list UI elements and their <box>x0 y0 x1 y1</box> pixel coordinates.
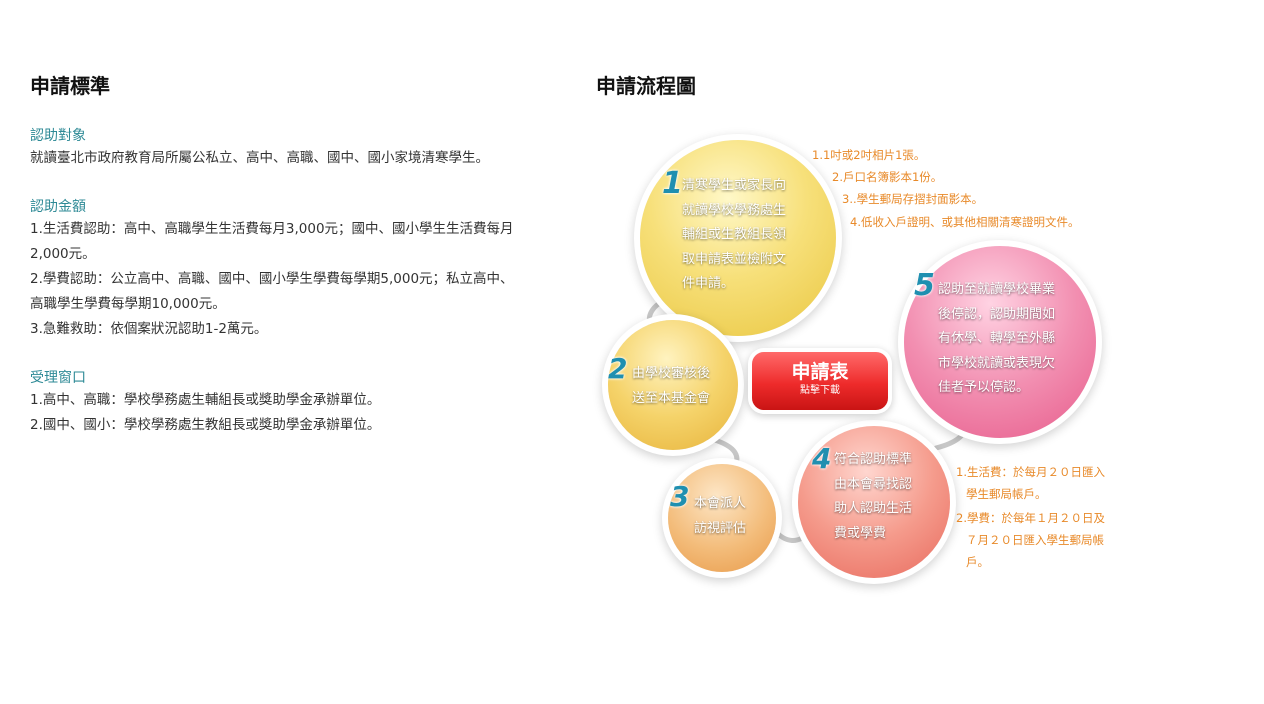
step-1-line: 輔組或生教組長領 <box>682 223 786 248</box>
step-5-line: 市學校就讀或表現欠 <box>938 352 1055 377</box>
section-line: 1.生活費認助：高中、高職學生生活費每月3,000元；國中、國小學生生活費每月 <box>30 217 570 242</box>
payment-note-3: 2.學費：於每年１月２０日及 <box>956 507 1105 529</box>
step-5-line: 後停認，認助期間如 <box>938 303 1055 328</box>
step-5-line: 有休學、轉學至外縣 <box>938 327 1055 352</box>
step-4-number: 4 <box>812 442 831 475</box>
step-3-text: 本會派人 訪視評估 <box>694 492 746 541</box>
step-4-line: 助人認助生活 <box>834 497 912 522</box>
form-button-sublabel: 點擊下載 <box>752 384 888 398</box>
flowchart-title: 申請流程圖 <box>596 72 696 100</box>
step-1-number: 1 <box>662 166 683 201</box>
section-line: 2.學費認助：公立高中、高職、國中、國小學生學費每學期5,000元；私立高中、 <box>30 267 570 292</box>
application-flowchart: 1 清寒學生或家長向 就讀學校學務處生 輔組或生教組長領 取申請表並檢附文 件申… <box>596 130 1136 590</box>
step-2-line: 送至本基金會 <box>632 387 710 412</box>
application-form-download-button[interactable]: 申請表 點擊下載 <box>752 352 888 410</box>
step-5-number: 5 <box>914 268 935 303</box>
step-1-line: 取申請表並檢附文 <box>682 248 786 273</box>
step-4-text: 符合認助標準 由本會尋找認 助人認助生活 費或學費 <box>834 448 912 546</box>
step-5-line: 認助至就讀學校畢業 <box>938 278 1055 303</box>
step-3-line: 本會派人 <box>694 492 746 517</box>
payment-note-5: 戶。 <box>966 551 989 573</box>
section-title-amount: 認助金額 <box>30 197 570 217</box>
payment-note-1: 1.生活費：於每月２０日匯入 <box>956 461 1105 483</box>
step-1-line: 就讀學校學務處生 <box>682 199 786 224</box>
documents-note-1: 1.1吋或2吋相片1張。 <box>812 144 925 166</box>
section-line: 1.高中、高職：學校學務處生輔組長或獎助學金承辦單位。 <box>30 388 570 413</box>
application-criteria: 申請標準 認助對象 就讀臺北市政府教育局所屬公私立、高中、高職、國中、國小家境清… <box>30 72 570 438</box>
section-line: 3.急難救助：依個案狀況認助1-2萬元。 <box>30 317 570 342</box>
step-4-line: 由本會尋找認 <box>834 473 912 498</box>
documents-note-4: 4.低收入戶證明、或其他相關清寒證明文件。 <box>850 211 1079 233</box>
section-line: 2,000元。 <box>30 242 570 267</box>
section-title-contact: 受理窗口 <box>30 368 570 388</box>
step-4-line: 符合認助標準 <box>834 448 912 473</box>
step-4-line: 費或學費 <box>834 522 912 547</box>
payment-note-4: ７月２０日匯入學生郵局帳 <box>966 529 1104 551</box>
page-title: 申請標準 <box>30 72 570 100</box>
step-2-text: 由學校審核後 送至本基金會 <box>632 362 710 411</box>
step-1-line: 清寒學生或家長向 <box>682 174 786 199</box>
section-title-target: 認助對象 <box>30 126 570 146</box>
step-5-line: 佳者予以停認。 <box>938 376 1055 401</box>
payment-note-2: 學生郵局帳戶。 <box>966 483 1047 505</box>
section-line: 高職學生學費每學期10,000元。 <box>30 292 570 317</box>
section-line: 2.國中、國小：學校學務處生教組長或獎助學金承辦單位。 <box>30 413 570 438</box>
form-button-label: 申請表 <box>752 352 888 384</box>
documents-note-3: 3..學生郵局存摺封面影本。 <box>842 188 983 210</box>
documents-note-2: 2.戶口名簿影本1份。 <box>832 166 942 188</box>
section-line: 就讀臺北市政府教育局所屬公私立、高中、高職、國中、國小家境清寒學生。 <box>30 146 570 171</box>
step-2-number: 2 <box>608 352 627 385</box>
step-3-number: 3 <box>670 480 689 513</box>
step-1-text: 清寒學生或家長向 就讀學校學務處生 輔組或生教組長領 取申請表並檢附文 件申請。 <box>682 174 786 297</box>
step-1-line: 件申請。 <box>682 272 786 297</box>
step-3-line: 訪視評估 <box>694 517 746 542</box>
step-5-text: 認助至就讀學校畢業 後停認，認助期間如 有休學、轉學至外縣 市學校就讀或表現欠 … <box>938 278 1055 401</box>
step-2-line: 由學校審核後 <box>632 362 710 387</box>
